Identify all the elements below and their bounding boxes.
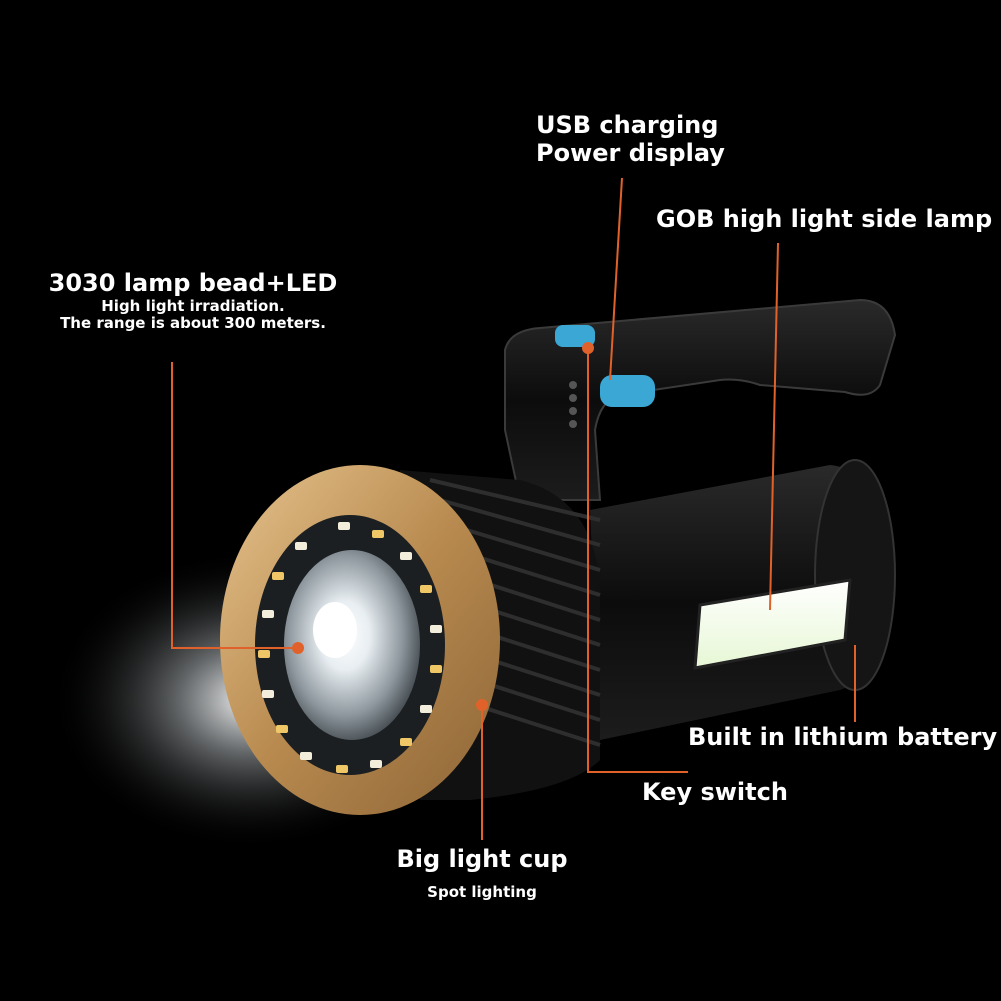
- leader-lines: [171, 177, 856, 840]
- key-callout: Key switch: [642, 778, 788, 807]
- usb-port-cover: [555, 325, 595, 347]
- key-callout-title: Key switch: [642, 778, 788, 806]
- gob-callout: GOB high light side lamp: [656, 205, 993, 234]
- battery-callout-title: Built in lithium battery: [688, 723, 998, 751]
- leader-dots: [292, 342, 594, 711]
- usb-callout-line1: USB charging: [536, 111, 719, 139]
- power-indicator-dot: [569, 394, 577, 402]
- gob-callout-title: GOB high light side lamp: [656, 205, 993, 233]
- usb-callout: USB charging Power display: [536, 111, 725, 167]
- main-led: [313, 602, 357, 658]
- cup-callout-title: Big light cup: [396, 845, 568, 873]
- side-lamp: [693, 578, 852, 670]
- battery-callout: Built in lithium battery: [688, 723, 998, 752]
- bead-callout-title: 3030 lamp bead+LED: [48, 269, 338, 297]
- cup-callout: Big light cup Spot lighting: [382, 845, 582, 901]
- key-switch-button: [600, 375, 655, 407]
- usb-callout-line2: Power display: [536, 138, 725, 167]
- bead-callout: 3030 lamp bead+LED High light irradiatio…: [40, 269, 346, 332]
- bead-callout-line1: High light irradiation.: [101, 296, 285, 315]
- bead-callout-line2: The range is about 300 meters.: [60, 313, 326, 332]
- cup-callout-sub: Spot lighting: [427, 882, 537, 901]
- power-indicator-dot: [569, 407, 577, 415]
- power-indicator-dot: [569, 420, 577, 428]
- power-indicator-dot: [569, 381, 577, 389]
- led-beads: [258, 522, 442, 773]
